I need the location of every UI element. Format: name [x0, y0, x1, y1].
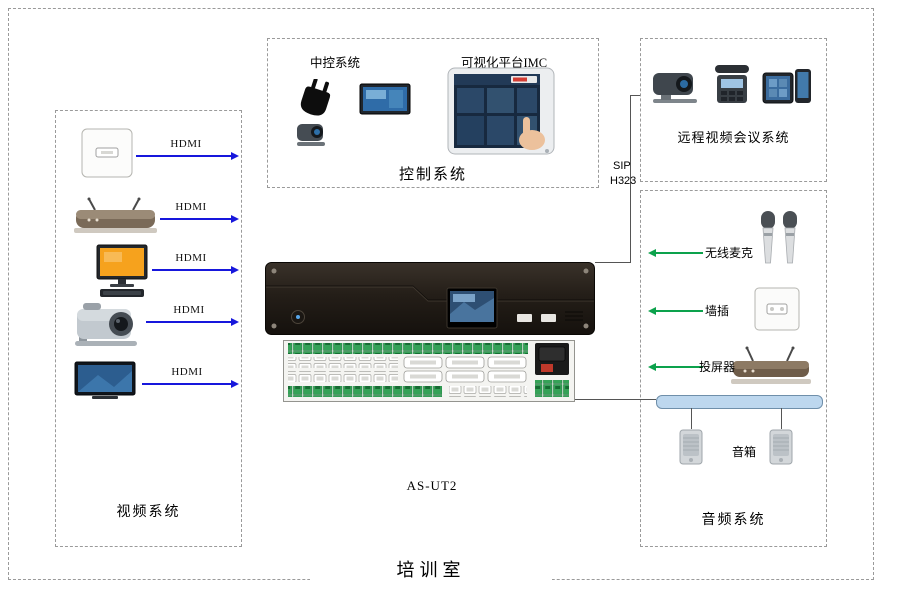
tablet-touch-icon	[447, 67, 555, 155]
sip-wire-bottom	[595, 262, 631, 263]
arrow-right-icon	[231, 380, 239, 388]
tv-display-icon	[74, 361, 136, 401]
audio-system-label: 音频系统	[701, 513, 766, 528]
wireless-mic-label: 无线麦克	[705, 246, 754, 260]
arrow-left-icon	[648, 363, 656, 371]
main-controller-rack	[265, 262, 595, 335]
speaker-drop-wire-2	[781, 408, 782, 429]
central-control-label: 中控系统	[310, 56, 361, 70]
speaker-label: 音箱	[731, 445, 756, 459]
power-plug-icon	[294, 79, 336, 119]
arrow-left-icon	[648, 307, 656, 315]
control-display-icon	[359, 83, 411, 115]
matrix-io-rack	[283, 340, 575, 402]
mobile-phones-icon	[761, 67, 813, 107]
sip-wire-vertical	[630, 95, 631, 263]
ptz-camera-icon	[73, 301, 141, 347]
speaker-drop-wire-1	[691, 408, 692, 429]
hdmi-label-3: HDMI	[175, 252, 207, 264]
hdmi-label-1: HDMI	[170, 138, 202, 150]
arrow-right-icon	[231, 215, 239, 223]
desktop-computer-icon	[96, 244, 148, 298]
conference-system-label: 远程视频会议系统	[677, 130, 790, 145]
audio-wire-2	[656, 310, 703, 312]
visual-platform-label: 可视化平台IMC	[461, 56, 548, 70]
arrow-right-icon	[231, 318, 239, 326]
hdmi-wire-3	[152, 269, 231, 271]
hdmi-label-4: HDMI	[173, 304, 205, 316]
hdmi-wire-5	[142, 383, 231, 385]
hdmi-wire-2	[160, 218, 231, 220]
protocol-label-h323: H323	[610, 175, 637, 187]
control-system-box: 中控系统 可视化平台IMC 控制系统	[267, 38, 599, 188]
audio-bus-bar	[656, 395, 823, 409]
audio-system-box: 无线麦克 墙插 投屏器 音箱 音频系统	[640, 190, 827, 547]
wireless-mics-icon	[753, 209, 805, 267]
arrow-right-icon	[231, 266, 239, 274]
speaker-icon	[769, 429, 793, 465]
arrow-right-icon	[231, 152, 239, 160]
protocol-label-sip: SIP	[613, 160, 631, 172]
rack-to-bus-wire	[575, 399, 656, 400]
desk-phone-icon	[711, 63, 753, 107]
control-camera-icon	[293, 121, 333, 147]
screen-mirror-router-icon	[729, 343, 814, 389]
hdmi-label-5: HDMI	[171, 366, 203, 378]
device-model-label: AS-UT2	[406, 478, 458, 493]
speaker-icon	[679, 429, 703, 465]
audio-wire-1	[656, 252, 703, 254]
hdmi-wire-4	[146, 321, 231, 323]
audio-wire-3	[656, 366, 703, 368]
video-system-label: 视频系统	[116, 505, 181, 520]
video-system-box: HDMI HDMI HDMI HDMI HDMI 视频系统	[55, 110, 242, 547]
room-title: 培训室	[310, 556, 552, 582]
audio-wall-plate-icon	[754, 287, 800, 331]
screen-mirror-label: 投屏器	[699, 360, 736, 374]
arrow-left-icon	[648, 249, 656, 257]
wireless-router-icon	[73, 196, 158, 236]
vc-camera-icon	[651, 69, 703, 105]
sip-wire-top	[630, 95, 640, 96]
hdmi-label-2: HDMI	[175, 201, 207, 213]
hdmi-wire-1	[136, 155, 231, 157]
control-system-label: 控制系统	[398, 167, 467, 183]
wall-jack-label: 墙插	[705, 304, 730, 318]
conference-system-box: 远程视频会议系统	[640, 38, 827, 182]
wall-plate-icon	[81, 128, 133, 178]
